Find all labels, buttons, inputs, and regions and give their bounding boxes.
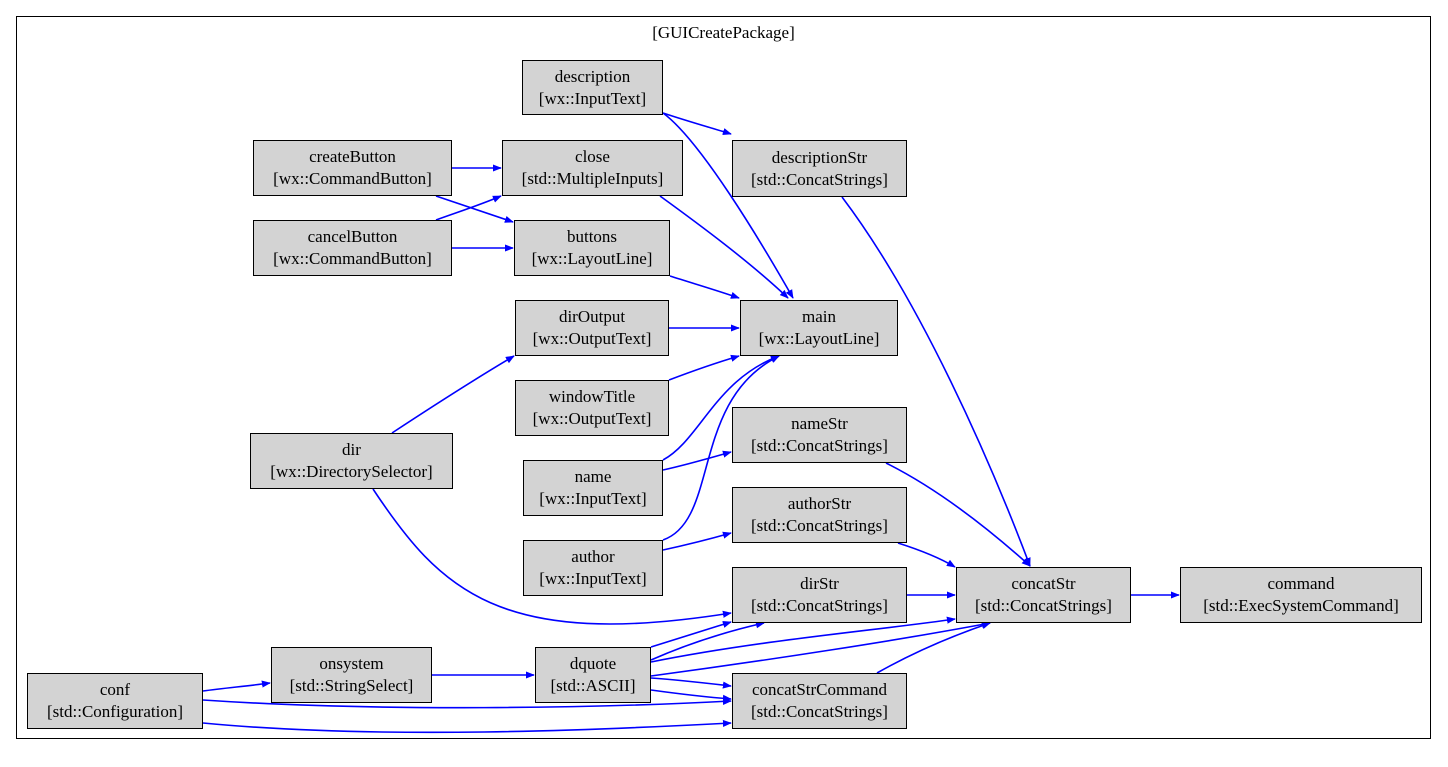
node-conf-name: conf (99, 680, 131, 699)
node-onsystem[interactable]: onsystem [std::StringSelect] (271, 647, 432, 703)
node-diroutput-type: [wx::OutputText] (532, 329, 652, 348)
node-command-name: command (1267, 574, 1335, 593)
edge-dquote-to-dirstr (650, 621, 765, 661)
cluster-guicreatepackage: [GUICreatePackage] (16, 16, 1431, 739)
node-descriptionstr[interactable]: descriptionStr [std::ConcatStrings] (732, 140, 907, 197)
node-concatstrcommand[interactable]: concatStrCommand [std::ConcatStrings] (732, 673, 907, 729)
node-description-name: description (554, 66, 631, 86)
node-dirstr[interactable]: dirStr [std::ConcatStrings] (732, 567, 907, 623)
node-description-type: [wx::InputText] (538, 88, 647, 108)
node-windowtitle-name: windowTitle (548, 387, 636, 406)
node-cancelbutton-name: cancelButton (307, 227, 398, 246)
node-concatstrcommand-type: [std::ConcatStrings] (751, 702, 888, 721)
edge-dquote-to-concatstrcommand (650, 677, 732, 689)
edge-conf-to-concatstrcommand (202, 697, 732, 709)
node-dquote-type: [std::ASCII] (550, 676, 636, 695)
node-close[interactable]: close [std::MultipleInputs] (502, 140, 683, 196)
node-namestr-name: nameStr (791, 414, 848, 433)
node-createbutton-type: [wx::CommandButton] (273, 169, 432, 188)
edge-close-to-main (659, 195, 789, 299)
node-authorstr-type: [std::ConcatStrings] (751, 516, 888, 535)
node-namestr-type: [std::ConcatStrings] (751, 436, 888, 455)
node-cancelbutton-type: [wx::CommandButton] (273, 249, 432, 268)
node-name[interactable]: name [wx::InputText] (523, 460, 663, 516)
node-descriptionstr-type: [std::ConcatStrings] (751, 169, 888, 189)
node-main-type: [wx::LayoutLine] (758, 329, 880, 348)
node-descriptionstr-name: descriptionStr (771, 147, 868, 167)
node-dquote[interactable]: dquote [std::ASCII] (535, 647, 651, 703)
node-author-name: author (571, 547, 615, 566)
edge-dir-to-dirstr (372, 488, 732, 625)
node-buttons-type: [wx::LayoutLine] (531, 249, 653, 268)
node-dir[interactable]: dir [wx::DirectorySelector] (250, 433, 453, 489)
edge-createbutton-to-buttons (435, 195, 514, 223)
edge-dquote-to-concatstrcommand (650, 689, 732, 702)
node-description[interactable]: description [wx::InputText] (522, 60, 663, 115)
node-concatstr-name: concatStr (1011, 574, 1076, 593)
node-concatstrcommand-name: concatStrCommand (751, 680, 888, 699)
node-dirstr-name: dirStr (800, 574, 839, 593)
node-concatstr-type: [std::ConcatStrings] (975, 596, 1112, 615)
edge-name-to-main (662, 355, 780, 461)
node-windowtitle-type: [wx::OutputText] (532, 409, 652, 428)
node-dir-type: [wx::DirectorySelector] (270, 462, 433, 481)
node-diroutput[interactable]: dirOutput [wx::OutputText] (515, 300, 669, 356)
edge-dir-to-diroutput (391, 355, 515, 434)
node-close-name: close (575, 147, 610, 166)
node-concatstr[interactable]: concatStr [std::ConcatStrings] (956, 567, 1131, 623)
node-main-name: main (802, 307, 836, 326)
node-createbutton[interactable]: createButton [wx::CommandButton] (253, 140, 452, 196)
edge-buttons-to-main (669, 275, 740, 299)
node-windowtitle[interactable]: windowTitle [wx::OutputText] (515, 380, 669, 436)
node-buttons[interactable]: buttons [wx::LayoutLine] (514, 220, 670, 276)
edge-dquote-to-dirstr (650, 620, 732, 648)
node-namestr[interactable]: nameStr [std::ConcatStrings] (732, 407, 907, 463)
node-onsystem-type: [std::StringSelect] (289, 676, 414, 695)
node-author[interactable]: author [wx::InputText] (523, 540, 663, 596)
node-conf-type: [std::Configuration] (47, 702, 183, 721)
edge-dquote-to-concatstr (650, 620, 991, 677)
edge-name-to-namestr (662, 450, 732, 471)
node-dquote-name: dquote (569, 654, 617, 673)
node-name-type: [wx::InputText] (539, 489, 647, 508)
node-conf[interactable]: conf [std::Configuration] (27, 673, 203, 729)
edge-conf-to-concatstrcommand (202, 719, 732, 734)
edge-description-to-main (662, 112, 794, 299)
node-name-name: name (574, 467, 612, 486)
node-dirstr-type: [std::ConcatStrings] (751, 596, 888, 615)
node-main[interactable]: main [wx::LayoutLine] (740, 300, 898, 356)
node-onsystem-name: onsystem (319, 654, 384, 673)
node-cancelbutton[interactable]: cancelButton [wx::CommandButton] (253, 220, 452, 276)
edge-author-to-main (662, 355, 780, 541)
node-author-type: [wx::InputText] (539, 569, 647, 588)
edge-description-to-descriptionstr (662, 112, 732, 135)
edge-windowtitle-to-main (668, 354, 740, 381)
edge-conf-to-onsystem (202, 680, 271, 692)
node-close-type: [std::MultipleInputs] (521, 169, 664, 188)
node-createbutton-name: createButton (309, 147, 396, 166)
node-diroutput-name: dirOutput (558, 307, 626, 326)
node-command-type: [std::ExecSystemCommand] (1203, 596, 1399, 615)
edge-namestr-to-concatstr (885, 462, 1031, 567)
node-buttons-name: buttons (566, 227, 618, 246)
node-authorstr-name: authorStr (787, 494, 852, 513)
node-command[interactable]: command [std::ExecSystemCommand] (1180, 567, 1422, 623)
edge-dquote-to-concatstr (650, 616, 956, 663)
edge-author-to-authorstr (662, 531, 732, 551)
edge-cancelbutton-to-close (435, 195, 502, 221)
edge-concatstrcommand-to-concatstr (876, 622, 991, 674)
edge-descriptionstr-to-concatstr (841, 196, 1031, 567)
node-authorstr[interactable]: authorStr [std::ConcatStrings] (732, 487, 907, 543)
edge-authorstr-to-concatstr (897, 542, 956, 568)
node-dir-name: dir (342, 440, 361, 459)
cluster-title: [GUICreatePackage] (652, 23, 795, 42)
